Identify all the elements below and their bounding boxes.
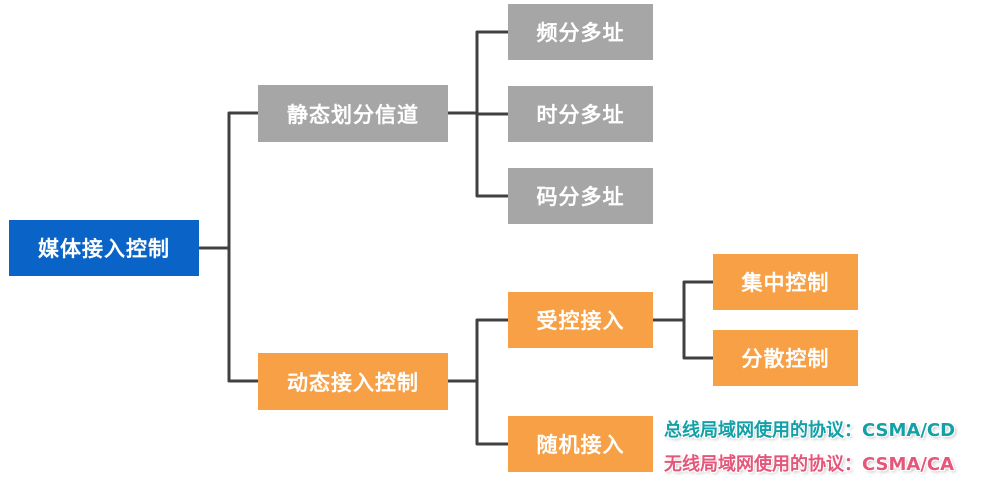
note-protocol: CSMA/CA <box>862 454 955 475</box>
node-centralized-control: 集中控制 <box>713 254 858 310</box>
connector-dynamic-branch <box>475 318 508 446</box>
node-label: 分散控制 <box>741 347 830 371</box>
note-protocol: CSMA/CD <box>862 420 956 441</box>
connector-controlled-branch <box>682 280 713 360</box>
connector-root-branch <box>227 111 258 383</box>
node-label: 集中控制 <box>741 271 830 295</box>
node-media-access-control: 媒体接入控制 <box>9 220 199 276</box>
node-fdma: 频分多址 <box>508 4 653 60</box>
node-cdma: 码分多址 <box>508 168 653 224</box>
node-label: 码分多址 <box>536 185 625 209</box>
node-label: 受控接入 <box>536 309 625 333</box>
node-random-access: 随机接入 <box>508 416 653 472</box>
node-controlled-access: 受控接入 <box>508 292 653 348</box>
node-static-channel-division: 静态划分信道 <box>258 85 448 142</box>
node-label: 动态接入控制 <box>287 370 419 395</box>
note-prefix: 总线局域网使用的协议： <box>664 420 862 441</box>
node-distributed-control: 分散控制 <box>713 330 858 386</box>
node-tdma: 时分多址 <box>508 86 653 142</box>
node-label: 随机接入 <box>536 433 625 457</box>
note-wireless-lan-protocol: 无线局域网使用的协议：CSMA/CA <box>664 450 954 476</box>
node-label: 频分多址 <box>536 21 625 45</box>
node-label: 静态划分信道 <box>287 102 419 127</box>
node-label: 媒体接入控制 <box>38 237 170 261</box>
node-label: 时分多址 <box>536 103 625 127</box>
note-bus-lan-protocol: 总线局域网使用的协议：CSMA/CD <box>664 416 955 442</box>
note-prefix: 无线局域网使用的协议： <box>664 454 862 475</box>
node-dynamic-access-control: 动态接入控制 <box>258 353 448 410</box>
